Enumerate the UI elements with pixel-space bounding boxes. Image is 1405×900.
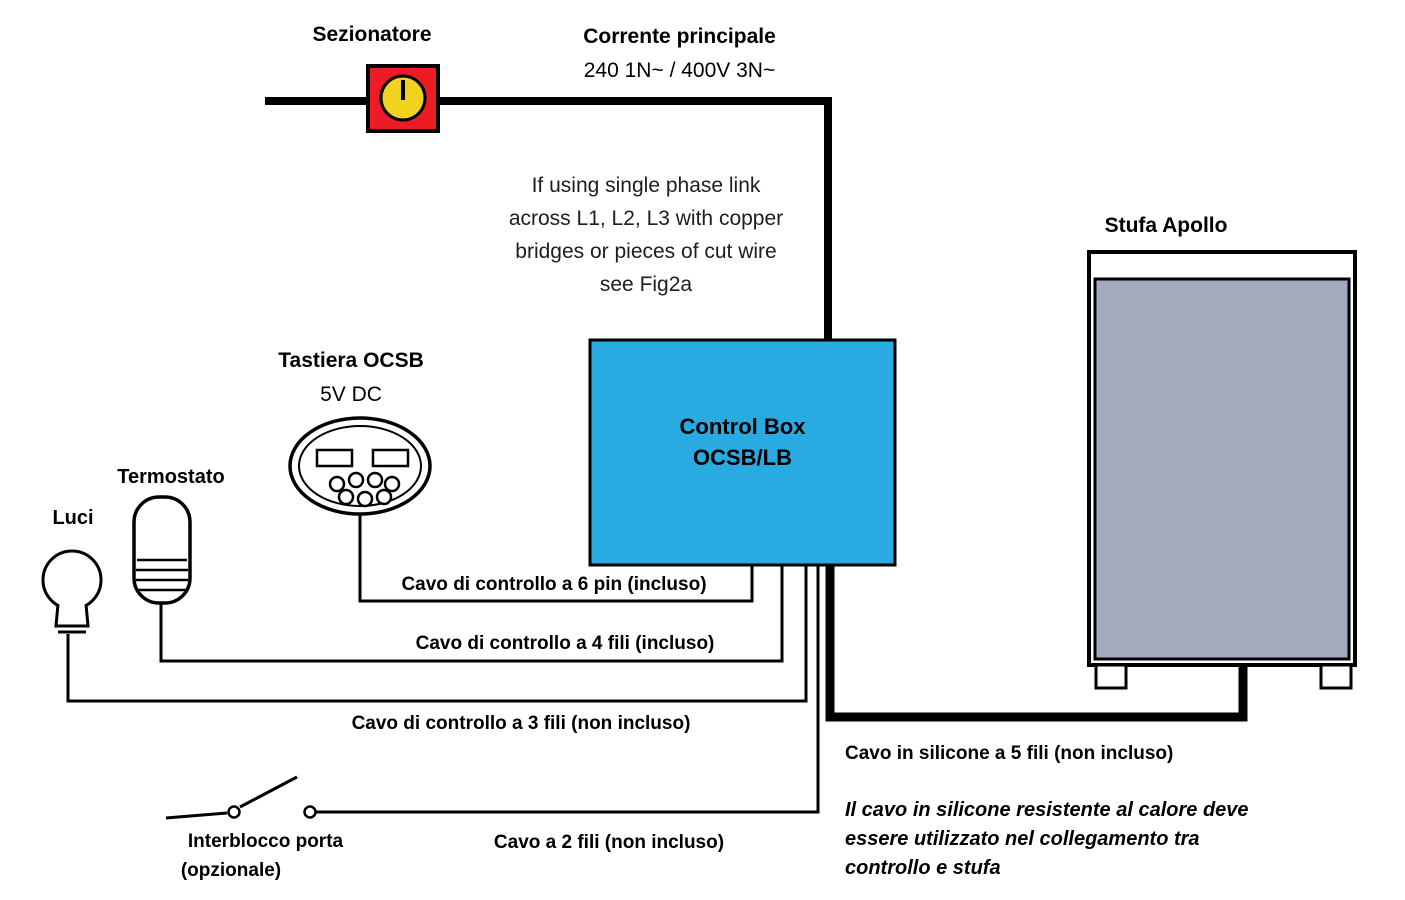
keypad-display-left xyxy=(315,448,354,468)
thermostat-body xyxy=(132,495,192,605)
keypad-button xyxy=(337,488,355,506)
single-phase-note-line: see Fig2a xyxy=(599,273,693,296)
disconnector-switch xyxy=(366,64,440,133)
mains-wire xyxy=(265,97,832,344)
keypad-button xyxy=(366,471,384,489)
heater xyxy=(1087,250,1357,690)
heater-foot-right xyxy=(1319,663,1353,690)
mains-title: Corrente principale xyxy=(583,25,776,48)
single-phase-note-line: bridges or pieces of cut wire xyxy=(515,240,777,263)
single-phase-note: If using single phase link across L1, L2… xyxy=(455,169,837,301)
cable-3wire-label: Cavo di controllo a 3 fili (non incluso) xyxy=(351,713,691,734)
cable-4wire-wire xyxy=(159,566,784,663)
thermostat xyxy=(132,495,192,605)
single-phase-note-line: across L1, L2, L3 with copper xyxy=(508,207,784,230)
silicone-heat-note: Il cavo in silicone resistente al calore… xyxy=(845,796,1325,883)
cable-silicone-label: Cavo in silicone a 5 fili (non incluso) xyxy=(845,743,1174,764)
bulb-neck xyxy=(54,603,90,628)
keypad xyxy=(288,416,432,516)
keypad-button xyxy=(347,471,365,489)
cable-2wire-label: Cavo a 2 fili (non incluso) xyxy=(493,832,725,853)
cable-silicone-wire xyxy=(825,565,1248,722)
control-box xyxy=(588,338,897,567)
lights-label: Luci xyxy=(52,507,94,529)
switch-lead xyxy=(165,811,228,820)
disconnector-label: Sezionatore xyxy=(312,23,432,46)
bulb-globe xyxy=(41,549,103,611)
light-bulb-icon xyxy=(41,549,103,634)
keypad-display-right xyxy=(371,448,410,468)
keypad-voltage: 5V DC xyxy=(320,383,382,406)
cable-3wire-wire xyxy=(66,566,808,703)
control-box-label: Control Box OCSB/LB xyxy=(590,411,895,473)
cable-6pin-wire xyxy=(358,514,754,603)
door-interlock-label: Interblocco porta xyxy=(187,831,344,852)
control-box-label-line2: OCSB/LB xyxy=(693,445,792,470)
single-phase-note-line: If using single phase link xyxy=(531,174,761,197)
door-interlock-switch xyxy=(165,775,317,820)
keypad-button xyxy=(328,475,346,493)
cable-6pin-label: Cavo di controllo a 6 pin (incluso) xyxy=(401,574,707,595)
keypad-button xyxy=(356,490,374,508)
keypad-label: Tastiera OCSB xyxy=(278,349,424,372)
cable-2wire-wire xyxy=(316,566,820,814)
silicone-heat-note-line: Il cavo in silicone resistente al calore… xyxy=(845,799,1249,821)
switch-contact xyxy=(227,805,241,819)
keypad-button xyxy=(383,475,401,493)
thermostat-label: Termostato xyxy=(117,466,225,488)
heater-foot-left xyxy=(1094,663,1128,690)
switch-blade xyxy=(239,775,298,809)
cable-4wire-label: Cavo di controllo a 4 fili (incluso) xyxy=(415,633,715,654)
mains-value: 240 1N~ / 400V 3N~ xyxy=(583,59,776,82)
control-box-label-line1: Control Box xyxy=(679,414,806,439)
door-interlock-optional-label: (opzionale) xyxy=(180,860,282,881)
silicone-heat-note-line: controllo e stufa xyxy=(845,857,1001,879)
switch-contact xyxy=(303,805,317,819)
keypad-button xyxy=(375,488,393,506)
silicone-heat-note-line: essere utilizzato nel collegamento tra xyxy=(845,828,1200,850)
heater-label: Stufa Apollo xyxy=(1104,214,1228,237)
heater-body xyxy=(1093,277,1351,661)
keypad-inner-outline xyxy=(298,425,422,507)
